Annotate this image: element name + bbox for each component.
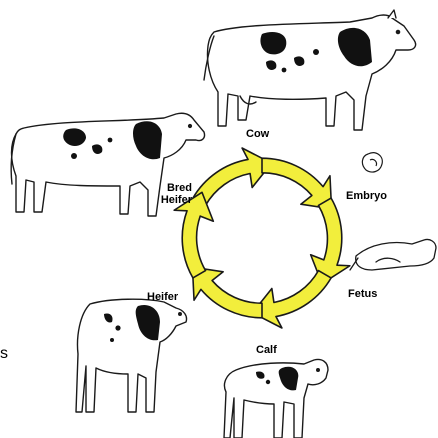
label-heifer: Heifer: [147, 291, 178, 303]
label-calf: Calf: [256, 344, 277, 356]
label-bred-heifer: Bred Heifer: [146, 182, 192, 206]
arrow-embryo-to-fetus: [287, 198, 366, 284]
label-cow: Cow: [246, 128, 269, 140]
label-embryo: Embryo: [346, 190, 387, 202]
cow-illustration: [204, 10, 416, 130]
cycle-ring: [158, 138, 366, 338]
label-bred-heifer-line2: Heifer: [146, 194, 192, 206]
arrow-calf-to-heifer: [192, 267, 262, 318]
fetus-illustration: [350, 239, 436, 270]
label-bred-heifer-line1: Bred: [146, 182, 192, 194]
arrow-cow-to-embryo: [262, 158, 332, 209]
label-fetus: Fetus: [348, 288, 377, 300]
heifer-illustration: [76, 299, 187, 412]
edge-glyph: s: [0, 345, 8, 363]
embryo-illustration: [362, 153, 382, 172]
calf-illustration: [224, 359, 328, 438]
